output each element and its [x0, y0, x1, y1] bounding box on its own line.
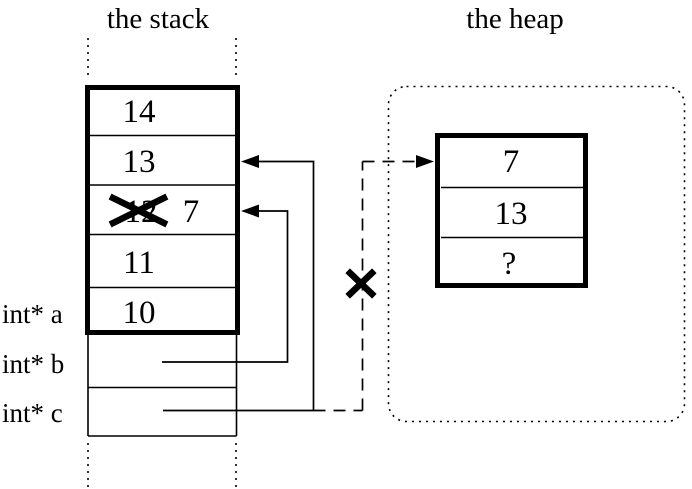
cross-out-x-icon — [108, 193, 169, 228]
stack-column-dotted-lines — [87, 38, 237, 489]
pointer-label-b: int* b — [2, 349, 64, 379]
pointer-label-a: int* a — [2, 299, 63, 329]
pointer-b-arrowhead-icon — [241, 204, 259, 218]
pointer-c-arrow — [163, 155, 315, 412]
pointer-label-c: int* c — [2, 398, 63, 428]
pointer-labels: int* a int* b int* c — [2, 299, 64, 428]
pointer-b-line — [162, 210, 289, 363]
severed-link-x-icon — [345, 268, 377, 299]
stack-cell-value: 10 — [123, 295, 156, 331]
pointer-c-line — [163, 160, 315, 412]
pointer-c-arrowhead-icon — [241, 155, 259, 168]
dangling-heap-link — [313, 155, 434, 412]
stack-title: the stack — [107, 3, 210, 35]
pointer-b-arrow — [162, 204, 289, 363]
stack-cell-value: 11 — [123, 245, 155, 281]
stack-frame-box — [85, 85, 240, 335]
stack-cell-replacement-value: 7 — [183, 194, 200, 230]
stack-cell-value: 14 — [123, 94, 156, 130]
heap-cell-value: 7 — [503, 144, 520, 180]
stack-cell-value: 13 — [123, 144, 156, 180]
heap-title: the heap — [466, 3, 563, 35]
heap-block-box — [435, 133, 588, 288]
heap-cell-value: 13 — [495, 196, 528, 232]
stack-frame: 14 13 12 7 11 10 — [85, 85, 240, 335]
pointer-variable-cells — [87, 335, 238, 437]
heap-block: 7 13 ? — [435, 133, 588, 288]
heap-arrowhead-icon — [416, 155, 434, 168]
heap-cell-value: ? — [502, 246, 517, 282]
